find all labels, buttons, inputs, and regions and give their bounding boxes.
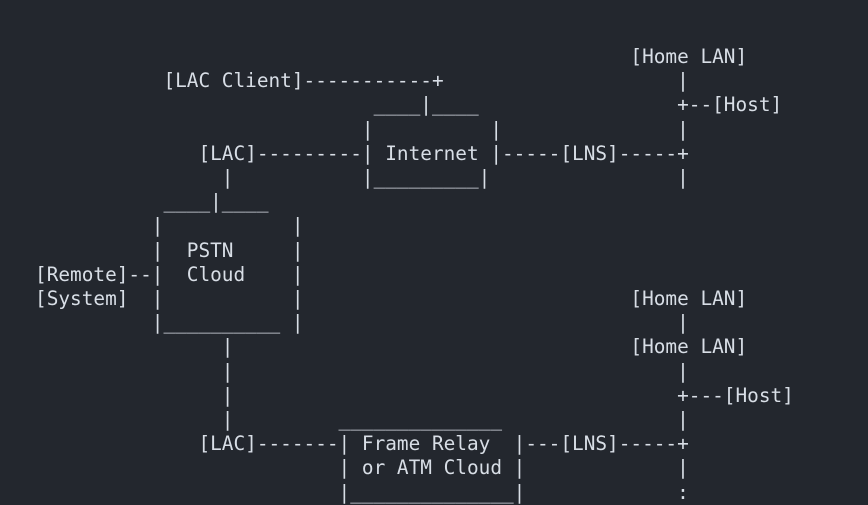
ascii-network-topology-diagram: [Home LAN] [LAC Client]-----------+ | __…	[35, 45, 794, 504]
ascii-diagram-canvas: [Home LAN] [LAC Client]-----------+ | __…	[35, 45, 794, 504]
